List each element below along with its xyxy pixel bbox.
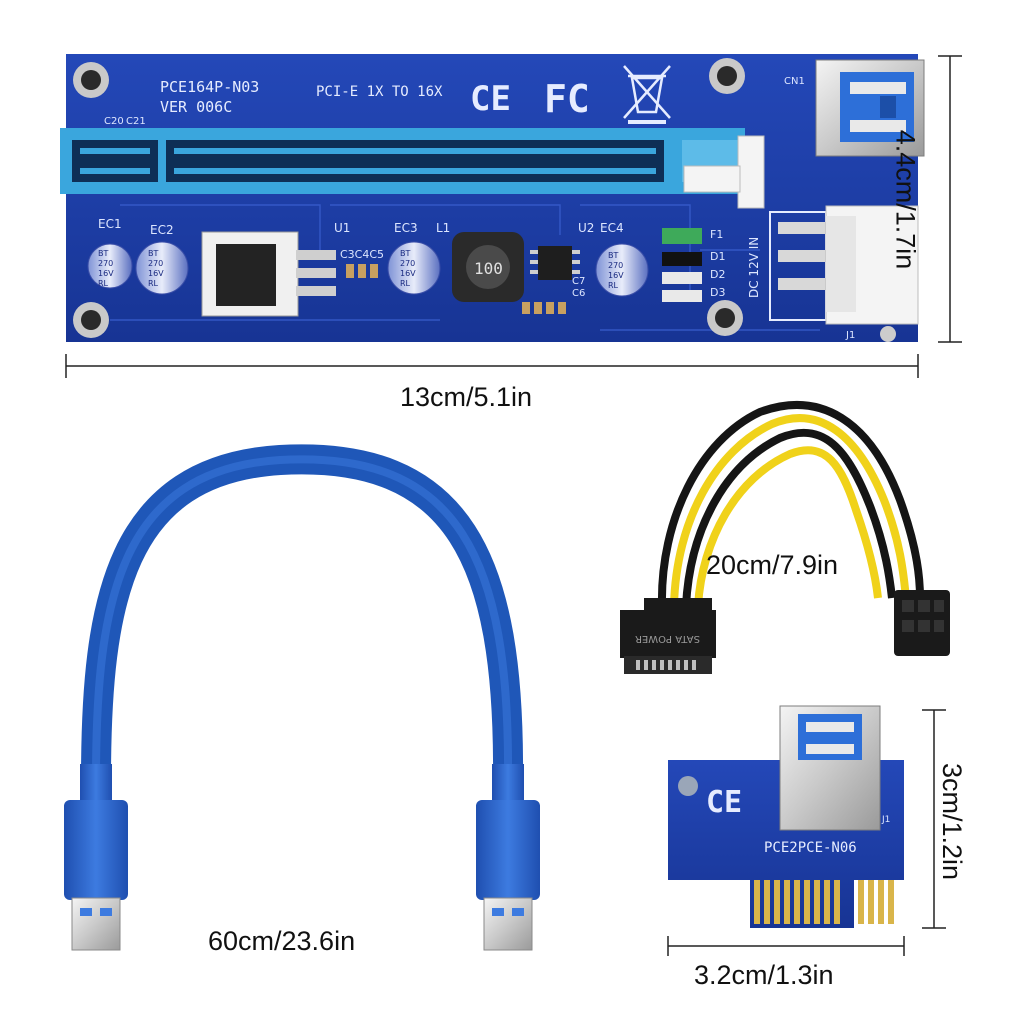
diode-d3: [662, 290, 702, 302]
adapter-model-text: PCE2PCE-N06: [764, 840, 857, 856]
label-j1: J1: [845, 330, 855, 341]
label-c7: C7: [572, 276, 585, 287]
inductor-l1: 100: [452, 232, 524, 302]
svg-text:RL: RL: [400, 279, 411, 288]
label-d1: D1: [710, 250, 725, 263]
usb-port-icon: [779, 705, 881, 831]
usb-plug-icon: [64, 764, 128, 951]
dimension-lines-adapter: [667, 709, 946, 956]
power-label: DC 12V IN: [747, 237, 761, 298]
label-ec3: EC3: [394, 221, 418, 235]
svg-text:BT: BT: [148, 249, 158, 258]
adapter-ce-mark-icon: CE: [706, 785, 742, 820]
label-ec2: EC2: [150, 223, 174, 237]
svg-text:16V: 16V: [608, 271, 624, 280]
fcc-mark-icon: FC: [544, 77, 590, 121]
slot-latch: [737, 135, 765, 209]
label-u2: U2: [578, 221, 594, 235]
sata-label: SATA POWER: [635, 633, 700, 644]
label-c6: C6: [572, 288, 585, 299]
svg-text:16V: 16V: [400, 269, 416, 278]
usb-cable: [64, 444, 540, 951]
board-height-label: 4.4cm/1.7in: [890, 129, 921, 270]
svg-text:270: 270: [98, 259, 113, 268]
riser-model-text: PCE164P-N03: [160, 78, 259, 96]
svg-text:270: 270: [148, 259, 163, 268]
power-cable-length-label: 20cm/7.9in: [706, 550, 839, 580]
smd-array: [522, 302, 566, 314]
chip-u2: [538, 246, 572, 280]
label-ec4: EC4: [600, 221, 624, 235]
svg-text:BT: BT: [608, 251, 618, 260]
mounting-holes: [73, 58, 745, 338]
svg-text:16V: 16V: [98, 269, 114, 278]
label-d3: D3: [710, 286, 725, 299]
pcie-x16-slot: [60, 128, 745, 194]
dimension-lines-riser: [65, 55, 962, 378]
capacitor-ec1: BT 270 16V RL: [87, 243, 133, 289]
svg-text:BT: BT: [400, 249, 410, 258]
svg-text:RL: RL: [98, 279, 109, 288]
svg-text:BT: BT: [98, 249, 108, 258]
label-u1: U1: [334, 221, 350, 235]
riser-version-text: VER 006C: [160, 98, 232, 116]
usb-plug-icon: [476, 764, 540, 951]
weee-bin-icon: [623, 65, 671, 124]
svg-text:RL: RL: [608, 281, 619, 290]
ce-mark-icon: CE: [470, 79, 511, 119]
capacitor-ec2: BT 270 16V RL: [135, 241, 189, 295]
adapter-height-label: 3cm/1.2in: [937, 762, 968, 881]
fuse-f1: [662, 228, 702, 244]
gold-fingers: [754, 880, 894, 924]
svg-text:270: 270: [608, 261, 623, 270]
capacitor-ec3: BT 270 16V RL: [387, 241, 441, 295]
label-d2: D2: [710, 268, 725, 281]
svg-text:RL: RL: [148, 279, 159, 288]
cable-length-label: 60cm/23.6in: [208, 926, 356, 956]
label-ec1: EC1: [98, 217, 122, 231]
label-f1: F1: [710, 228, 723, 241]
riser-slot-text: PCI-E 1X TO 16X: [316, 84, 443, 100]
svg-text:270: 270: [400, 259, 415, 268]
label-l1: L1: [436, 221, 450, 235]
port-label-cn1: CN1: [784, 76, 805, 87]
adapter-label-j1: J1: [881, 815, 890, 825]
inductor-text: 100: [474, 259, 503, 278]
capacitor-ec4: BT 270 16V RL: [595, 243, 649, 297]
diode-d2: [662, 272, 702, 284]
riser-board: PCE164P-N03 VER 006C PCI-E 1X TO 16X CE …: [60, 54, 925, 342]
pcie-6pin-icon: [894, 590, 950, 656]
label-c21: C21: [126, 116, 146, 127]
adapter-width-label: 3.2cm/1.3in: [694, 960, 834, 990]
voltage-regulator-u1: [201, 231, 336, 317]
adapter-board: CE PCE2PCE-N06 J1: [668, 705, 904, 940]
adapter-led: [678, 776, 698, 796]
usb-port-icon: [815, 59, 925, 157]
board-width-label: 13cm/5.1in: [400, 382, 533, 412]
sata-connector-icon: SATA POWER: [620, 598, 716, 674]
label-c20: C20: [104, 116, 124, 127]
diode-d1: [662, 252, 702, 266]
power-cable: SATA POWER: [620, 401, 950, 674]
smd-capacitors: [346, 264, 378, 278]
label-c3c4c5: C3C4C5: [340, 248, 384, 261]
svg-text:16V: 16V: [148, 269, 164, 278]
molex-connector-icon: [769, 205, 919, 325]
